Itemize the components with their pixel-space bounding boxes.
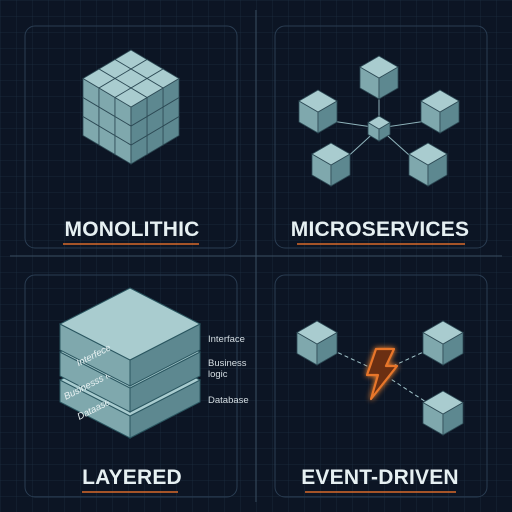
panel-title-layered: LAYERED [82, 466, 182, 489]
event-node [296, 320, 338, 366]
service-node [408, 142, 448, 187]
layer-interface: Interfece [58, 287, 202, 387]
side-note-interface: Interface [208, 334, 245, 345]
panel-frame-layered [24, 274, 238, 498]
service-node [359, 55, 399, 100]
panel-title-event-driven: EVENT-DRIVEN [301, 466, 459, 489]
panel-frame-microservices [274, 25, 488, 249]
lightning-bolt-icon [365, 347, 399, 401]
microservices-diagram [298, 55, 460, 187]
event-node [422, 390, 464, 436]
side-note-database: Database [208, 395, 249, 406]
event-node [422, 320, 464, 366]
panel-title-monolithic: MONOLITHIC [64, 218, 200, 241]
service-node [420, 89, 460, 134]
hub-node [367, 115, 391, 142]
panel-title-microservices: MICROSERVICES [290, 218, 470, 241]
event-driven-diagram [296, 320, 464, 436]
panel-frame-event-driven [274, 274, 488, 498]
service-node [298, 89, 338, 134]
event-connector [379, 371, 444, 414]
monolith-cube [114, 87, 148, 127]
side-note-business-logic: Business logic [208, 358, 247, 380]
panel-frame-monolithic [24, 25, 238, 249]
service-node [311, 142, 351, 187]
monolithic-cube-grid [82, 49, 180, 165]
